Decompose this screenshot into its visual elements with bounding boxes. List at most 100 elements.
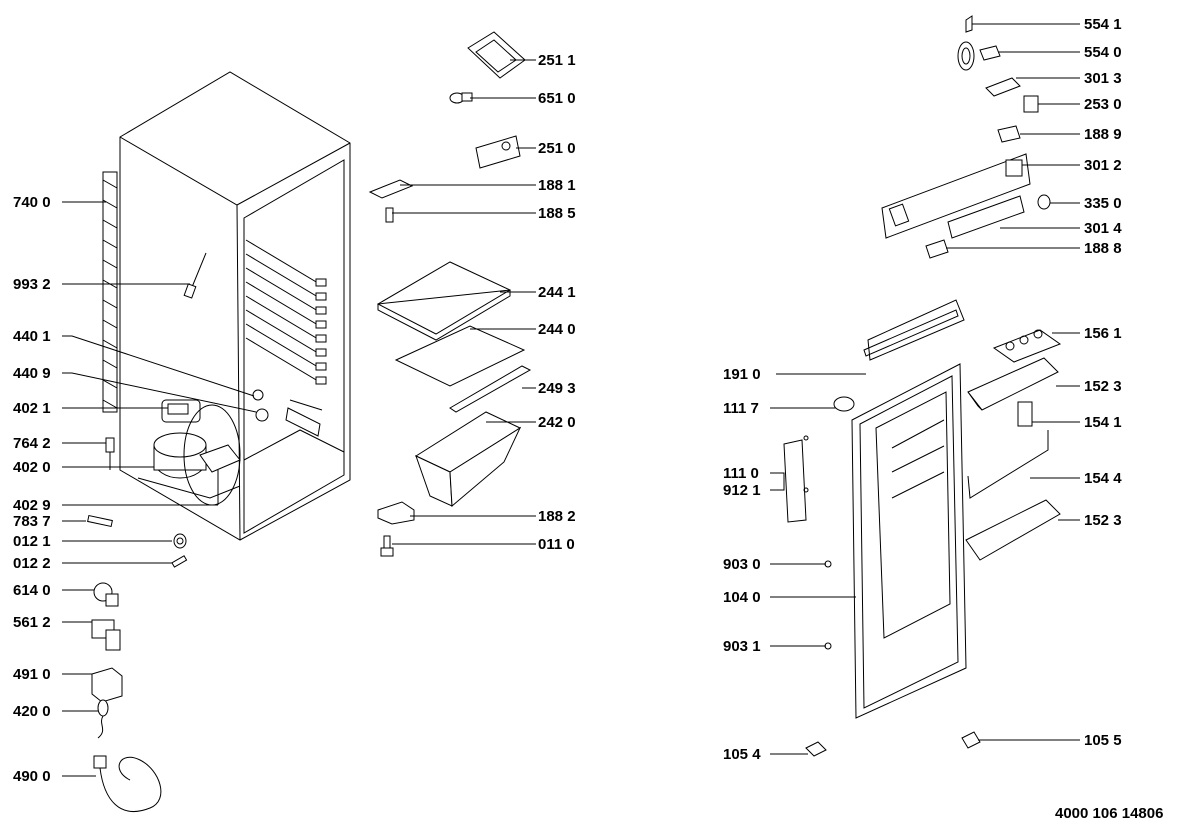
label-420-0: 420 0 <box>13 703 51 720</box>
leader-lines <box>62 23 1080 777</box>
overload-part <box>91 619 121 651</box>
label-156-1: 156 1 <box>1084 325 1122 342</box>
shelf-trim <box>449 365 532 413</box>
relay-part <box>93 582 119 607</box>
document-code: 4000 106 14806 <box>1055 805 1163 822</box>
glass-shelf <box>394 325 526 387</box>
label-244-0: 244 0 <box>538 321 576 338</box>
label-154-1: 154 1 <box>1084 414 1122 431</box>
label-783-7: 783 7 <box>13 513 51 530</box>
condenser-coil <box>102 171 118 413</box>
capacitor-part <box>97 699 109 739</box>
label-903-0: 903 0 <box>723 556 761 573</box>
light-switch-part <box>1023 95 1039 113</box>
door-panel <box>851 363 967 719</box>
knob-part <box>1037 194 1051 210</box>
power-cord-part <box>93 755 162 813</box>
label-111-0: 111 0 <box>723 465 759 482</box>
labels-right: 554 1 554 0 301 3 253 0 188 9 301 2 335 … <box>1084 16 1122 749</box>
label-301-4: 301 4 <box>1084 220 1122 237</box>
door-shelf-lower <box>965 499 1061 561</box>
spring-clip-part <box>965 15 973 33</box>
label-651-0: 651 0 <box>538 90 576 107</box>
label-plate-part <box>475 135 521 169</box>
pin-part <box>171 555 188 568</box>
door-shelf-upper <box>967 357 1059 411</box>
label-402-0: 402 0 <box>13 459 51 476</box>
fridge-cabinet <box>119 71 351 541</box>
label-301-2: 301 2 <box>1084 157 1122 174</box>
label-554-1: 554 1 <box>1084 16 1122 33</box>
label-188-9: 188 9 <box>1084 126 1122 143</box>
label-764-2: 764 2 <box>13 435 51 452</box>
label-012-2: 012 2 <box>13 555 51 572</box>
label-152-3-lower: 152 3 <box>1084 512 1122 529</box>
label-993-2: 993 2 <box>13 276 51 293</box>
label-335-0: 335 0 <box>1084 195 1122 212</box>
label-490-0: 490 0 <box>13 768 51 785</box>
control-panel <box>881 153 1031 239</box>
label-242-0: 242 0 <box>538 414 576 431</box>
label-188-1: 188 1 <box>538 177 576 194</box>
label-011-0: 011 0 <box>538 536 575 553</box>
shelf-rails <box>245 239 327 385</box>
label-111-7: 111 7 <box>723 400 759 417</box>
label-740-0: 740 0 <box>13 194 51 211</box>
door-gasket <box>863 299 965 361</box>
labels-middle: 251 1 651 0 251 0 188 1 188 5 244 1 244 … <box>538 52 576 553</box>
label-154-4: 154 4 <box>1084 470 1122 487</box>
label-491-0: 491 0 <box>13 666 51 683</box>
label-104-0: 104 0 <box>723 589 761 606</box>
label-614-0: 614 0 <box>13 582 51 599</box>
label-188-5: 188 5 <box>538 205 576 222</box>
label-402-1: 402 1 <box>13 400 51 417</box>
labels-left: 740 0 993 2 440 1 440 9 402 1 764 2 402 … <box>13 194 51 785</box>
glass-shelf-with-frame <box>376 261 512 341</box>
bottle-stop-part <box>1017 401 1033 427</box>
shelf-support-part <box>368 179 414 199</box>
crisper-drawer <box>414 411 522 508</box>
label-253-0: 253 0 <box>1084 96 1122 113</box>
label-244-1: 244 1 <box>538 284 576 301</box>
peg-part <box>385 207 394 223</box>
labels-door: 191 0 111 7 111 0 912 1 903 0 104 0 903 … <box>723 366 761 763</box>
label-152-3-upper: 152 3 <box>1084 378 1122 395</box>
button-cap-part <box>997 125 1021 143</box>
drier-part <box>87 514 113 528</box>
label-912-1: 912 1 <box>723 482 761 499</box>
label-554-0: 554 0 <box>1084 44 1122 61</box>
panel-trim-part <box>947 195 1025 239</box>
cover-part <box>91 667 123 703</box>
label-561-2: 561 2 <box>13 614 51 631</box>
badge-part <box>833 396 855 412</box>
label-188-2: 188 2 <box>538 508 576 525</box>
thermostat-capillary-part <box>957 41 1001 71</box>
switch-bracket-part <box>985 77 1021 97</box>
label-105-5: 105 5 <box>1084 732 1122 749</box>
label-402-9: 402 9 <box>13 497 51 514</box>
thermostat-knob-icon <box>255 408 269 422</box>
hinge-part <box>377 501 415 525</box>
label-191-0: 191 0 <box>723 366 761 383</box>
light-cover-part <box>467 31 526 79</box>
lower-hinge-part <box>805 741 827 757</box>
door-handle <box>783 435 809 523</box>
label-188-8: 188 8 <box>1084 240 1122 257</box>
label-440-1: 440 1 <box>13 328 51 345</box>
hinge-bracket-part <box>961 731 981 749</box>
screws <box>824 560 832 650</box>
compressor <box>105 399 241 506</box>
label-251-0: 251 0 <box>538 140 576 157</box>
label-105-4: 105 4 <box>723 746 761 763</box>
label-249-3: 249 3 <box>538 380 576 397</box>
thermostat-probe <box>183 252 207 299</box>
lens-part <box>925 239 949 259</box>
grommet-part <box>173 533 187 549</box>
label-012-1: 012 1 <box>13 533 51 550</box>
leveling-foot-part <box>380 535 394 557</box>
label-903-1: 903 1 <box>723 638 761 655</box>
label-301-3: 301 3 <box>1084 70 1122 87</box>
lamp-part <box>449 92 473 104</box>
bottle-retainer-bar <box>967 430 1049 499</box>
